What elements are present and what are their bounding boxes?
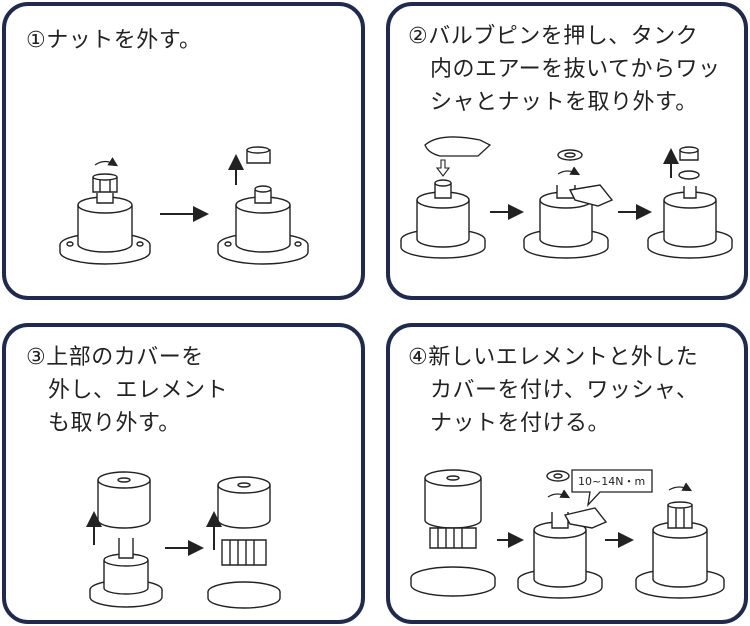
caption-line: カバーを付け、ワッシャ、 <box>430 378 699 403</box>
step-3-element-lifted <box>207 476 281 609</box>
step-1-caption: ①ナットを外す。 <box>26 24 202 57</box>
caption-line: ③上部のカバーを <box>26 345 204 370</box>
step-2-tank-parts-removed <box>647 146 733 259</box>
step-1-tank-nut-removed <box>217 146 309 265</box>
torque-callout: 10~14N・m <box>571 469 653 508</box>
rotate-arrow-icon <box>94 157 119 167</box>
step-2-finger-press <box>424 136 492 157</box>
step-4-tank-wrench <box>517 470 608 599</box>
caption-line: ②バルブピンを押し、タンク <box>408 24 699 49</box>
torque-label: 10~14N・m <box>578 475 645 488</box>
step-3-cover-lifted <box>89 471 163 608</box>
rotate-arrow-icon <box>547 489 571 499</box>
caption-line: 内のエアーを抜いてからワッ <box>430 57 721 82</box>
down-arrow-icon <box>435 159 451 177</box>
caption-line: 外し、エレメント <box>48 378 229 403</box>
step-1-tank-with-nut <box>59 173 151 265</box>
caption-line: ④新しいエレメントと外した <box>408 345 699 370</box>
step-2-caption: ②バルブピンを押し、タンク 内のエアーを抜いてからワッ シャとナットを取り外す。 <box>408 20 721 119</box>
rotate-arrow-icon <box>557 166 581 176</box>
step-3-caption: ③上部のカバーを 外し、エレメント も取り外す。 <box>26 341 228 440</box>
step-3-panel: ③上部のカバーを 外し、エレメント も取り外す。 <box>2 323 365 624</box>
step-4-tank-assembled <box>635 501 725 599</box>
caption-line: ナットを付ける。 <box>430 411 611 436</box>
caption-line: ①ナットを外す。 <box>26 28 202 53</box>
step-2-tank-wrench <box>523 149 614 259</box>
step-4-caption: ④新しいエレメントと外した カバーを付け、ワッシャ、 ナットを付ける。 <box>408 341 698 440</box>
caption-line: も取り外す。 <box>48 411 181 436</box>
step-4-assembly-exploded <box>410 469 496 597</box>
rotate-arrow-icon <box>668 482 693 492</box>
step-2-tank-a <box>400 179 486 259</box>
caption-line: シャとナットを取り外す。 <box>430 90 698 115</box>
